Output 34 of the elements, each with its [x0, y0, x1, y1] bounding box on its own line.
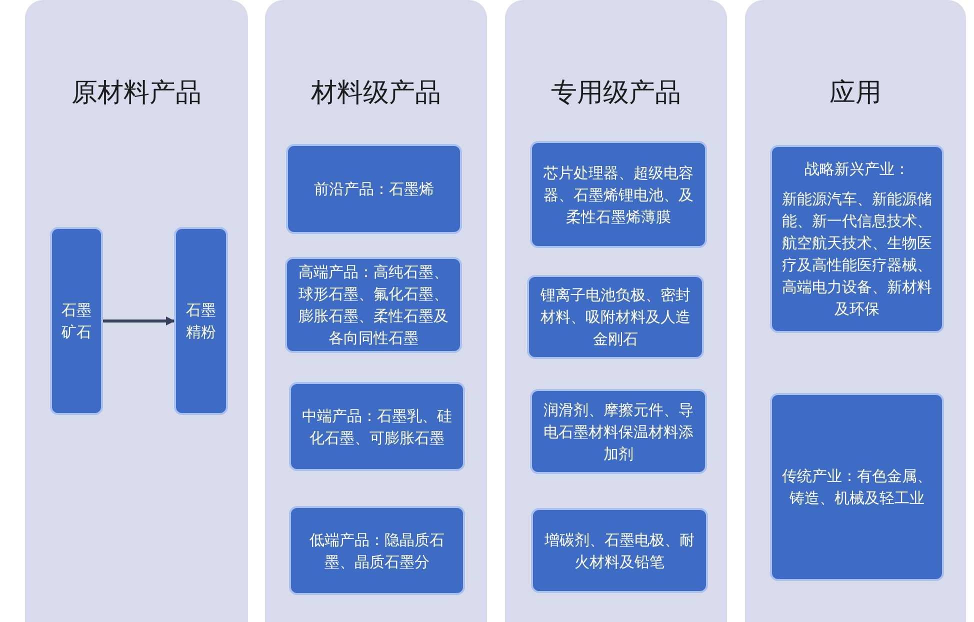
column-heading: 原材料产品: [70, 77, 202, 110]
product-box: [289, 382, 465, 471]
box-text: 低端产品：隐晶质石墨、晶质石墨分: [308, 530, 446, 572]
box-text: 新能源汽车、新能源储能、新一代信息技术、航空航天技术、生物医疗及高性能医疗器械、高端电力设备、新材料及环保: [781, 189, 933, 320]
column-panel: [25, 0, 248, 622]
product-box: [174, 227, 228, 415]
product-box: [530, 141, 707, 248]
product-box: [286, 144, 462, 234]
box-text: 润滑剂、摩擦元件、导电石墨材料保温材料添加剂: [542, 400, 694, 464]
product-box: [770, 145, 944, 333]
box-text: 中端产品：石墨乳、硅化石墨、可膨胀石墨: [301, 406, 453, 448]
product-box: [527, 275, 704, 359]
box-heading: 战略新兴产业：: [804, 159, 910, 180]
column-panel: [265, 0, 487, 622]
product-box: [770, 393, 944, 581]
product-box: [289, 506, 465, 595]
box-text: 芯片处理器、超级电容器、石墨烯锂电池、及柔性石墨烯薄膜: [542, 162, 694, 228]
box-text: 前沿产品：石墨烯: [314, 179, 434, 200]
column-heading: 应用: [828, 77, 882, 110]
column-panel: [505, 0, 727, 622]
box-text: 锂离子电池负极、密封材料、吸附材料及人造金刚石: [540, 285, 692, 350]
column-panel: [745, 0, 966, 622]
box-text: 高端产品：高纯石墨、球形石墨、氟化石墨、膨胀石墨、柔性石墨及各向同性石墨: [298, 262, 450, 349]
box-text: 石墨精粉: [185, 300, 217, 343]
box-text: 传统产业：有色金属、铸造、机械及轻工业: [781, 466, 933, 509]
product-box: [530, 389, 707, 474]
column-heading: 专用级产品: [550, 77, 682, 110]
arrow: [103, 316, 175, 326]
box-text: 石墨矿石: [60, 300, 92, 343]
product-box: [285, 257, 462, 353]
column-heading: 材料级产品: [310, 77, 442, 110]
box-text: 增碳剂、石墨电极、耐火材料及铅笔: [544, 530, 696, 572]
product-box: [50, 227, 103, 415]
product-box: [531, 508, 708, 593]
